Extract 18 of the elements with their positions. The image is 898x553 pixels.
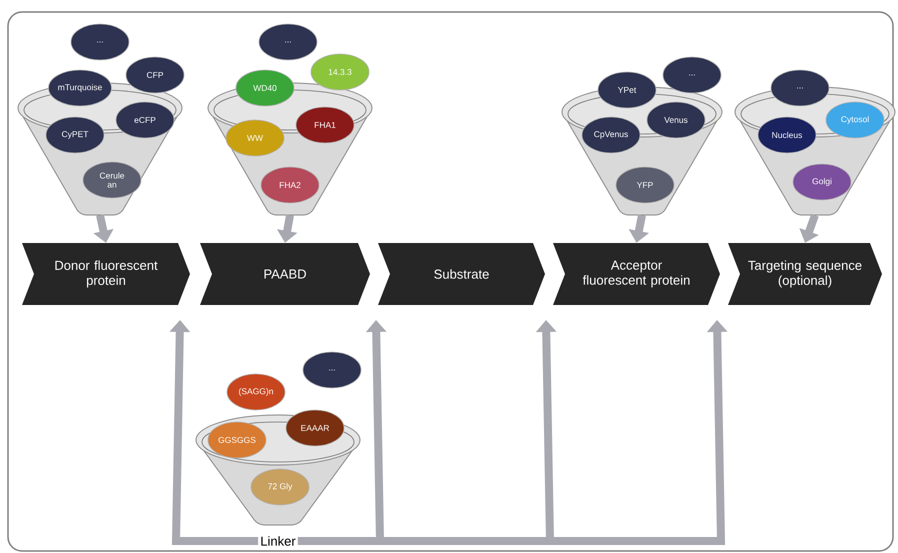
oval-label: EAAAR: [286, 410, 344, 446]
oval-label: YPet: [598, 72, 656, 108]
oval-label: ...: [258, 24, 318, 60]
linker-label: Linker: [258, 534, 298, 548]
chevron-box: PAABD: [200, 243, 370, 305]
oval-label: 14.3.3: [310, 54, 370, 90]
oval-label: WD40: [236, 70, 294, 106]
oval-label: ...: [70, 24, 130, 60]
chevron-box: Donor fluorescent protein: [22, 243, 190, 305]
chevron-box: Acceptor fluorescent protein: [553, 243, 720, 305]
oval-label: mTurquoise: [48, 70, 112, 106]
oval-label: (SAGG)n: [226, 374, 286, 410]
oval-label: ...: [770, 70, 830, 106]
chevron-box: Targeting sequence (optional): [728, 243, 882, 305]
oval-label: ...: [662, 56, 722, 94]
chevron-box: Substrate: [378, 243, 545, 305]
oval-label: CFP: [126, 56, 184, 94]
oval-label: ...: [302, 352, 362, 388]
